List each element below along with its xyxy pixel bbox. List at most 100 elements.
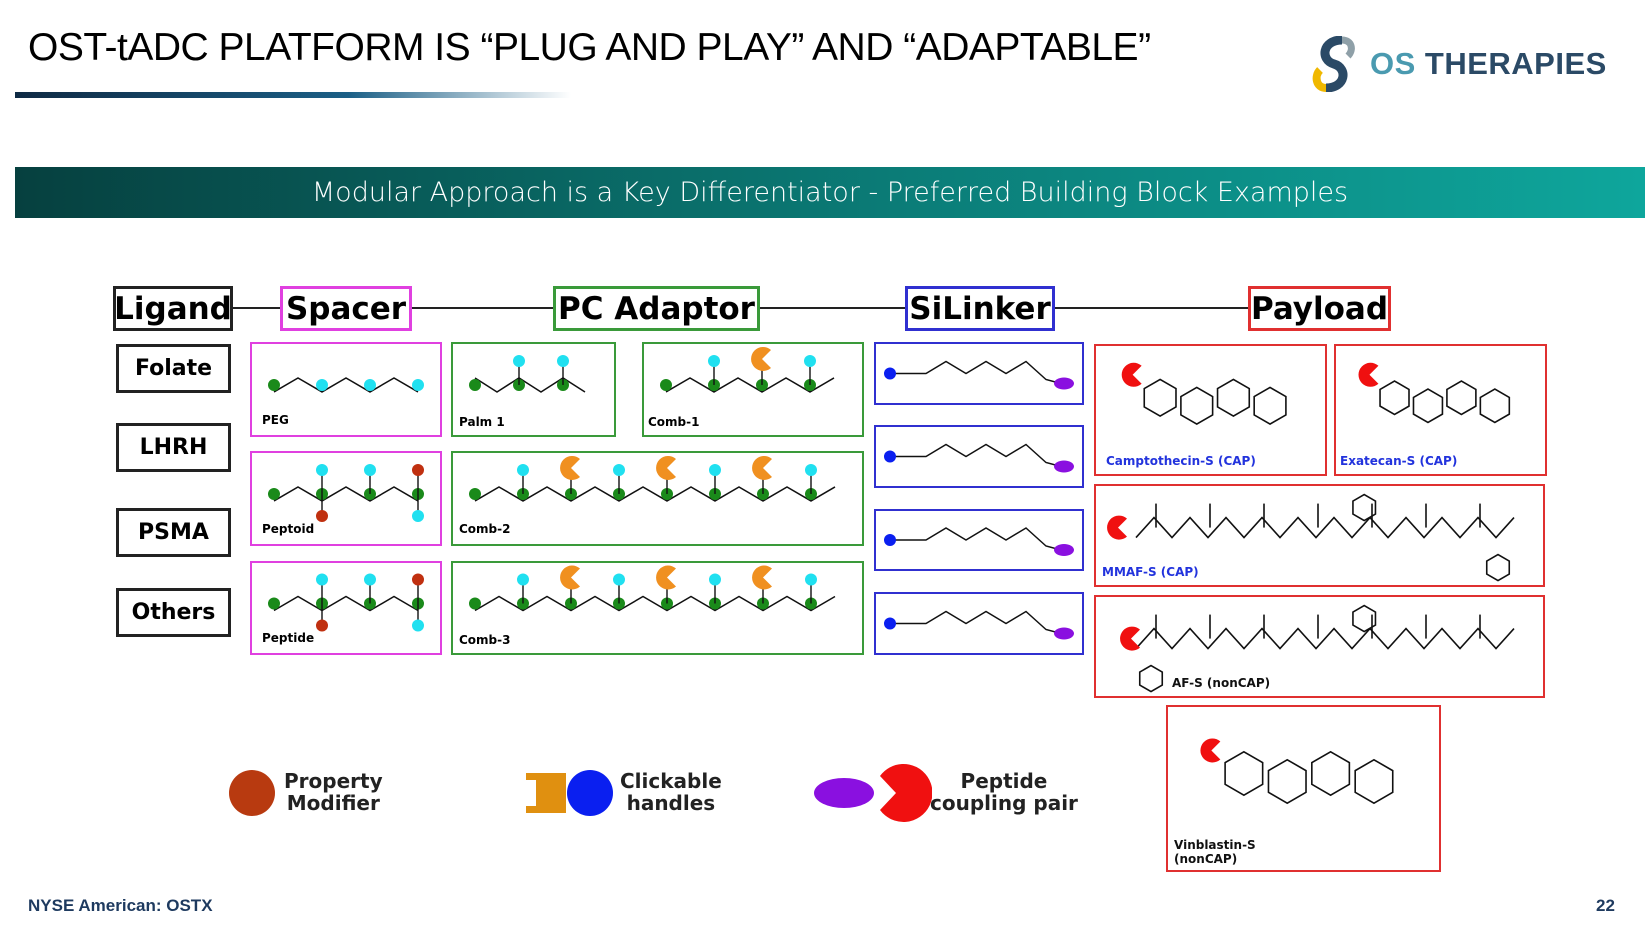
payload-camptothecin: Camptothecin-S (CAP) — [1094, 344, 1327, 476]
cyan-node-dot — [316, 378, 328, 391]
spacer-peptide: Peptide — [250, 561, 442, 655]
exatecan-structure — [1358, 362, 1511, 424]
branch-dot — [412, 509, 424, 522]
adaptor-comb-3: Comb-3 — [451, 561, 864, 655]
payload-af: AF-S (nonCAP) — [1094, 595, 1545, 698]
ligand-lhrh: LHRH — [116, 423, 231, 472]
branch-dot — [517, 573, 529, 586]
comb-structure — [469, 455, 836, 502]
comb-structure — [660, 346, 835, 393]
green-node-dot — [757, 487, 769, 500]
coupling-pacman-icon — [751, 346, 771, 371]
branch-dot — [316, 463, 328, 476]
green-node-dot — [756, 378, 768, 391]
green-node-dot — [364, 487, 376, 500]
clickable-handle-dot — [884, 450, 896, 463]
green-node-dot — [469, 378, 481, 391]
branch-dot — [804, 354, 816, 367]
peptide-tag-icon — [1054, 544, 1074, 556]
structure-label: Palm 1 — [459, 415, 505, 429]
green-node-dot — [469, 597, 481, 610]
branch-dot — [709, 573, 721, 586]
structure-label: Comb-3 — [459, 633, 511, 647]
peptide-tag-icon — [1054, 377, 1074, 390]
branch-dot — [613, 463, 625, 476]
branch-dot — [412, 463, 424, 476]
header-ligand: Ligand — [113, 286, 233, 331]
cyan-node-dot — [412, 378, 424, 391]
green-node-dot — [804, 378, 816, 391]
branch-dot — [364, 463, 376, 476]
mmaf-structure — [1107, 493, 1515, 582]
spacer-peg: PEG — [250, 342, 442, 437]
structure-label: Comb-2 — [459, 522, 511, 536]
structure-label: Peptide — [262, 631, 315, 645]
branch-dot — [517, 463, 529, 476]
structure-label: PEG — [262, 413, 289, 427]
company-logo: OS THERAPIES — [1312, 36, 1622, 92]
branch-dot — [364, 573, 376, 586]
structure-label: AF-S (nonCAP) — [1172, 676, 1271, 690]
logo-text: OS THERAPIES — [1370, 46, 1607, 81]
ligand-folate: Folate — [116, 344, 231, 393]
slide-title: OST-tADC PLATFORM IS “PLUG AND PLAY” AND… — [28, 26, 1151, 69]
clickable-handle-dot — [884, 367, 896, 380]
payload-vinblastin: Vinblastin-S (nonCAP) — [1166, 705, 1441, 872]
clickable-handles-icon — [526, 770, 613, 816]
branch-dot — [316, 509, 328, 522]
green-node-dot — [517, 487, 529, 500]
structure-label: Peptoid — [262, 522, 315, 536]
branch-dot — [805, 463, 817, 476]
adaptor-palm-1: Palm 1 — [451, 342, 616, 437]
vinblastin-structure — [1200, 738, 1394, 805]
branch-dot — [316, 619, 328, 632]
structure-label: Camptothecin-S (CAP) — [1106, 454, 1256, 468]
green-node-dot — [469, 487, 481, 500]
green-node-dot — [565, 487, 577, 500]
payload-mmaf: MMAF-S (CAP) — [1094, 484, 1545, 587]
palm-structure — [469, 354, 586, 393]
green-node-dot — [709, 487, 721, 500]
coupling-pacman-icon — [1107, 515, 1127, 540]
peptide-tag-icon — [1054, 460, 1074, 473]
coupling-pacman-icon — [752, 565, 772, 590]
green-node-dot — [660, 378, 672, 391]
silinker-2 — [874, 425, 1084, 488]
payload-exatecan: Exatecan-S (CAP) — [1334, 344, 1547, 476]
silinker-structure — [884, 360, 1074, 390]
spacer-peptoid: Peptoid — [250, 451, 442, 546]
ligand-others: Others — [116, 588, 231, 637]
logo-mark-icon — [1312, 36, 1355, 92]
coupling-pacman-icon — [560, 565, 580, 590]
cyan-node-dot — [364, 378, 376, 391]
coupling-pacman-icon — [1121, 362, 1142, 387]
green-node-dot — [708, 378, 720, 391]
silinker-4 — [874, 592, 1084, 655]
adaptor-comb-2: Comb-2 — [451, 451, 864, 546]
branch-dot — [613, 573, 625, 586]
coupling-pacman-icon — [656, 455, 676, 480]
adaptor-comb-1: Comb-1 — [642, 342, 864, 437]
structure-label: Comb-1 — [648, 415, 700, 429]
branch-dot — [412, 619, 424, 632]
header-silinker: SiLinker — [905, 286, 1055, 331]
clickable-handle-dot — [884, 617, 896, 630]
green-node-dot — [268, 378, 280, 391]
coupling-pacman-icon — [656, 565, 676, 590]
coupling-pacman-icon — [560, 455, 580, 480]
branch-dot — [557, 354, 569, 367]
structure-label: MMAF-S (CAP) — [1102, 565, 1199, 579]
peg-structure — [268, 377, 424, 393]
branch-dot — [709, 463, 721, 476]
peptoid-structure — [268, 463, 424, 522]
structure-label: Exatecan-S (CAP) — [1340, 454, 1458, 468]
peptide-tag-icon — [1054, 627, 1074, 640]
branch-dot — [412, 573, 424, 586]
structure-label: Vinblastin-S (nonCAP) — [1174, 838, 1256, 866]
section-banner: Modular Approach is a Key Differentiator… — [15, 167, 1645, 218]
property-modifier-icon — [229, 770, 275, 816]
coupling-pacman-icon — [1200, 738, 1221, 763]
green-node-dot — [661, 487, 673, 500]
